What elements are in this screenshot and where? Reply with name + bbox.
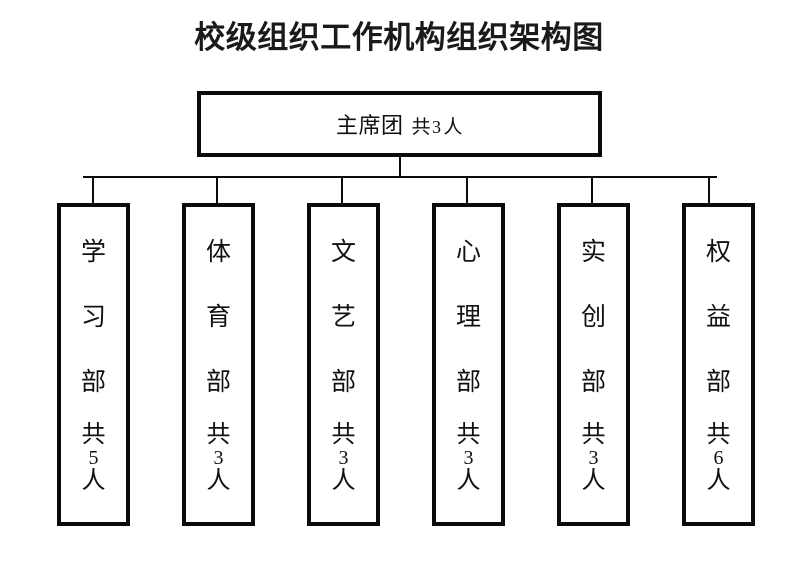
count-prefix: 共 <box>206 422 231 448</box>
connector-drop-5 <box>591 176 593 205</box>
node-department-2-label: 体 育 部 共 3 人 <box>186 240 251 494</box>
node-department-5-label: 实 创 部 共 3 人 <box>561 240 626 494</box>
count-prefix: 共 <box>581 422 606 448</box>
connector-drop-4 <box>466 176 468 205</box>
name-char: 部 <box>580 369 606 396</box>
count-suffix: 人 <box>456 468 481 495</box>
node-department-4: 心 理 部 共 3 人 <box>432 203 505 526</box>
node-department-5-name: 实 创 部 <box>581 240 606 435</box>
name-char: 习 <box>80 304 106 331</box>
node-department-6: 权 益 部 共 6 人 <box>682 203 755 526</box>
node-department-5: 实 创 部 共 3 人 <box>557 203 630 526</box>
node-department-5-count: 共 3 人 <box>581 422 606 495</box>
count-value: 3 <box>213 447 224 470</box>
count-value: 3 <box>338 447 349 470</box>
connector-drop-3 <box>341 176 343 205</box>
count-suffix: 人 <box>331 468 356 495</box>
node-presidium-name: 主席团 <box>335 113 404 138</box>
node-department-2: 体 育 部 共 3 人 <box>182 203 255 526</box>
count-value: 3 <box>463 447 474 470</box>
node-department-2-count: 共 3 人 <box>206 422 231 495</box>
node-department-3-label: 文 艺 部 共 3 人 <box>311 240 376 494</box>
count-value: 3 <box>588 447 599 470</box>
connector-drop-6 <box>708 176 710 205</box>
node-department-4-count: 共 3 人 <box>456 422 481 495</box>
connector-drop-2 <box>216 176 218 205</box>
node-department-3-count: 共 3 人 <box>331 422 356 495</box>
name-char: 部 <box>330 369 356 396</box>
name-char: 育 <box>205 304 231 331</box>
node-department-4-label: 心 理 部 共 3 人 <box>436 240 501 494</box>
node-department-1-label: 学 习 部 共 5 人 <box>61 240 126 494</box>
count-value: 5 <box>88 447 99 470</box>
name-char: 益 <box>705 304 731 331</box>
node-department-1: 学 习 部 共 5 人 <box>57 203 130 526</box>
count-suffix: 人 <box>81 468 106 495</box>
name-char: 心 <box>455 239 481 266</box>
name-char: 部 <box>205 369 231 396</box>
name-char: 权 <box>705 239 731 266</box>
page-title: 校级组织工作机构组织架构图 <box>194 20 604 55</box>
node-department-3-name: 文 艺 部 <box>331 240 356 435</box>
node-presidium-count-prefix: 共 <box>411 117 431 138</box>
count-prefix: 共 <box>706 422 731 448</box>
node-department-6-label: 权 益 部 共 6 人 <box>686 240 751 494</box>
node-presidium-count-suffix: 人 <box>443 117 464 138</box>
connector-drop-1 <box>92 176 94 205</box>
name-char: 理 <box>455 304 481 331</box>
count-prefix: 共 <box>456 422 481 448</box>
node-department-1-name: 学 习 部 <box>81 240 106 435</box>
count-suffix: 人 <box>706 468 731 495</box>
name-char: 文 <box>330 239 356 266</box>
count-prefix: 共 <box>331 422 356 448</box>
count-value: 6 <box>713 447 724 470</box>
node-department-2-name: 体 育 部 <box>206 240 231 435</box>
node-department-1-count: 共 5 人 <box>81 422 106 495</box>
node-department-6-count: 共 6 人 <box>706 422 731 495</box>
node-presidium-count: 3 <box>432 117 442 137</box>
name-char: 部 <box>705 369 731 396</box>
name-char: 实 <box>580 239 606 266</box>
count-prefix: 共 <box>81 422 106 448</box>
connector-root-stem <box>399 155 401 178</box>
name-char: 创 <box>580 304 606 331</box>
count-suffix: 人 <box>206 468 231 495</box>
node-department-6-name: 权 益 部 <box>706 240 731 435</box>
name-char: 部 <box>80 369 106 396</box>
name-char: 学 <box>80 239 106 266</box>
node-department-3: 文 艺 部 共 3 人 <box>307 203 380 526</box>
connector-horizontal-bus <box>83 176 717 178</box>
name-char: 艺 <box>330 304 356 331</box>
name-char: 部 <box>455 369 481 396</box>
count-suffix: 人 <box>581 468 606 495</box>
name-char: 体 <box>205 239 231 266</box>
node-department-4-name: 心 理 部 <box>456 240 481 435</box>
